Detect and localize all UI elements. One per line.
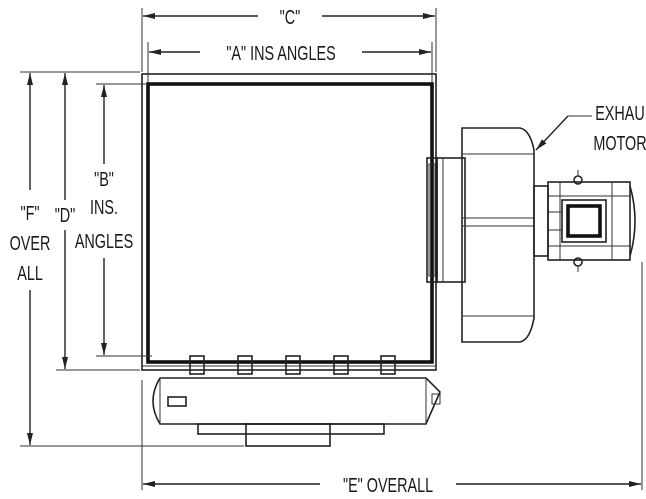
dim-e: [141, 262, 643, 490]
motor-leader: [535, 115, 592, 151]
dim-b: [96, 83, 152, 357]
dim-d: [56, 73, 140, 371]
label-f-1: "F": [20, 202, 39, 225]
label-c: "C": [280, 6, 301, 29]
label-f-2: OVER: [10, 232, 51, 255]
label-b-3: ANGLES: [75, 230, 133, 253]
cabinet: [141, 73, 437, 371]
label-d: "D": [55, 204, 76, 227]
label-exhaust: EXHAU: [595, 102, 645, 125]
bottom-brackets: [189, 355, 396, 375]
dim-a: [147, 42, 433, 82]
side-flange: [426, 157, 466, 283]
label-motor: MOTOR: [593, 132, 646, 155]
exhaust-motor: [533, 170, 636, 272]
label-b-1: "B": [94, 168, 114, 191]
exhaust-blower: [461, 127, 535, 343]
label-a: "A" INS ANGLES: [226, 42, 335, 65]
base-tank: [152, 377, 441, 447]
dim-c: [141, 8, 437, 72]
label-e: "E" OVERALL: [343, 474, 433, 497]
dim-f: [20, 71, 244, 447]
label-f-3: ALL: [17, 262, 43, 285]
label-b-2: INS.: [90, 196, 118, 219]
